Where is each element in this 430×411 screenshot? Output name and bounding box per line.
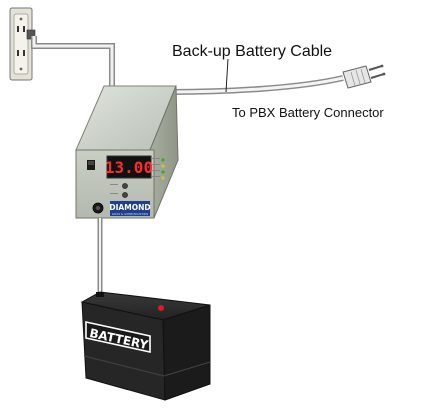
battery-label-plate [85,321,151,353]
backup-battery-cable [169,58,344,95]
adjust-knob [122,183,128,189]
cable-label: Back-up Battery Cable [172,43,332,60]
brand-plate [110,201,150,216]
voltage-display [106,155,152,179]
wall-outlet [9,7,36,81]
negative-terminal [96,292,104,297]
status-led [161,158,165,162]
power-cord [31,36,115,88]
status-led [161,176,165,180]
adjust-knob [122,192,128,198]
status-led [161,164,165,168]
battery: BATTERY [80,291,211,401]
brand-subtitle: RADIO & COMMUNICATIONS [112,212,149,216]
brand-name: DIAMOND [109,203,150,212]
connector-label: To PBX Battery Connector [232,105,384,120]
battery-charger: 13.00 DIAMOND RADIO & COMMUNICATIONS [75,85,179,219]
positive-terminal [158,305,164,311]
pbx-connector-plug [342,64,386,89]
status-led [161,170,165,174]
voltage-readout: 13.00 [105,158,153,177]
